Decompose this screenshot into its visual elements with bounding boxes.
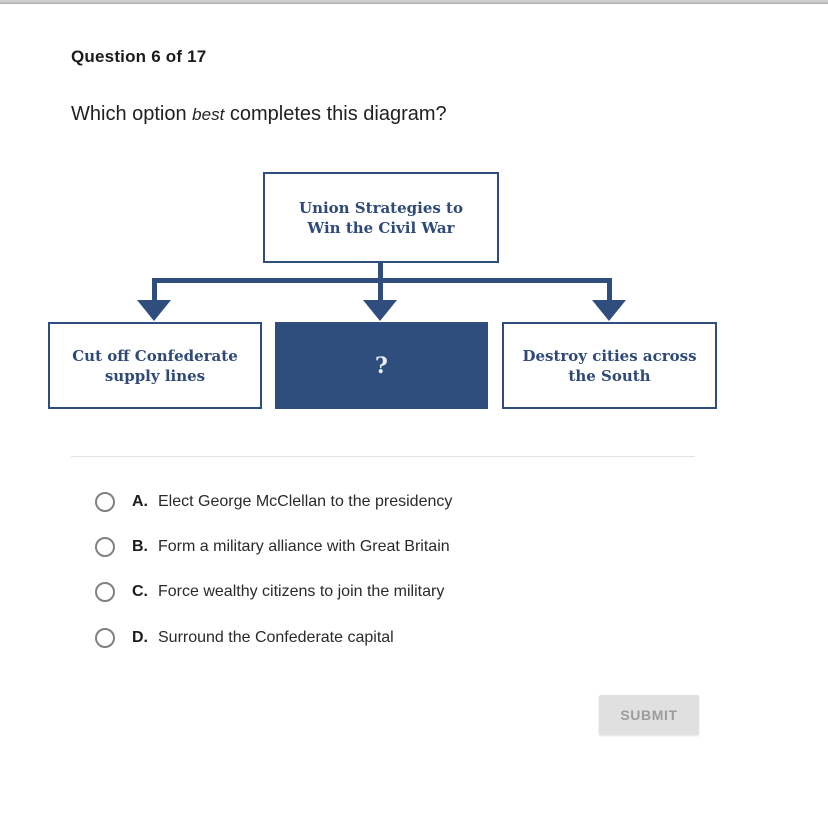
question-text-emphasis: best — [192, 105, 225, 124]
question-progress: Question 6 of 17 — [71, 47, 207, 66]
option-letter: C. — [132, 583, 148, 600]
arrow-down-icon — [592, 300, 626, 321]
option-letter: D. — [132, 629, 148, 646]
option-text: Form a military alliance with Great Brit… — [158, 538, 450, 555]
answer-option-c[interactable]: C. Force wealthy citizens to join the mi… — [95, 578, 444, 606]
arrow-down-icon — [363, 300, 397, 321]
connector-stem-root — [378, 261, 383, 278]
option-text: Force wealthy citizens to join the milit… — [158, 583, 445, 600]
option-text: Surround the Confederate capital — [158, 629, 394, 646]
window-top-edge — [0, 0, 828, 4]
answer-option-a[interactable]: A. Elect George McClellan to the preside… — [95, 488, 452, 516]
radio-button[interactable] — [95, 492, 115, 512]
diagram-root-box: Union Strategies to Win the Civil War — [263, 172, 499, 263]
question-text: Which option best completes this diagram… — [71, 103, 447, 126]
question-text-prefix: Which option — [71, 103, 193, 125]
radio-button[interactable] — [95, 628, 115, 648]
question-text-suffix: completes this diagram? — [224, 103, 447, 125]
option-letter: A. — [132, 493, 148, 510]
section-divider — [71, 456, 695, 457]
connector-stem-left — [152, 283, 157, 301]
diagram-box-destroy-cities: Destroy cities across the South — [502, 322, 717, 409]
submit-button[interactable]: SUBMIT — [599, 695, 699, 735]
answer-option-b[interactable]: B. Form a military alliance with Great B… — [95, 533, 450, 561]
arrow-down-icon — [137, 300, 171, 321]
diagram-box-supply-lines: Cut off Confederate supply lines — [48, 322, 262, 409]
option-text: Elect George McClellan to the presidency — [158, 493, 453, 510]
connector-stem-right — [607, 283, 612, 301]
option-letter: B. — [132, 538, 148, 555]
connector-horizontal-line — [152, 278, 612, 283]
radio-button[interactable] — [95, 537, 115, 557]
diagram-box-unknown: ? — [275, 322, 488, 409]
radio-button[interactable] — [95, 582, 115, 602]
answer-option-d[interactable]: D. Surround the Confederate capital — [95, 624, 394, 652]
connector-stem-middle — [378, 283, 383, 301]
